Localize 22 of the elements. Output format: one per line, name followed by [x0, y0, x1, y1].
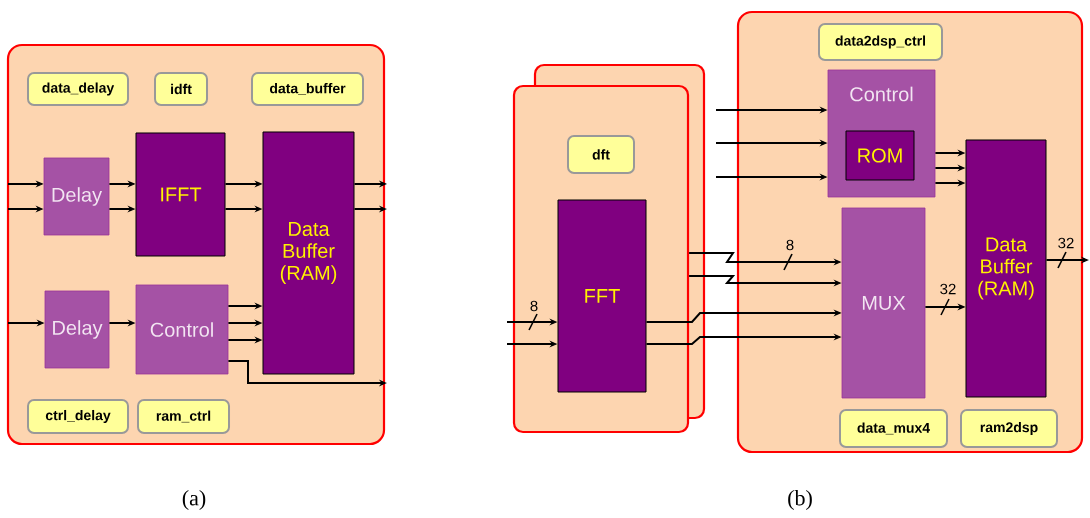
logic-block: Delay: [43, 157, 110, 236]
processing-block: Data Buffer (RAM): [965, 139, 1047, 398]
edge-label: 8: [528, 299, 540, 313]
module-tag: idft: [154, 72, 208, 106]
module-tag: data_delay: [27, 72, 129, 106]
module-tag: dft: [567, 135, 635, 174]
logic-block: Control: [135, 284, 229, 375]
logic-block: Delay: [44, 290, 110, 369]
processing-block: Data Buffer (RAM): [262, 131, 355, 375]
module-tag: ram_ctrl: [137, 399, 230, 434]
module-tag: data_mux4: [839, 409, 948, 448]
logic-block: MUX: [841, 207, 926, 399]
processing-block: ROM: [845, 130, 915, 181]
module-tag: ctrl_delay: [27, 399, 129, 434]
edge-label: 8: [784, 238, 796, 252]
processing-block: IFFT: [135, 132, 226, 257]
module-tag: ram2dsp: [960, 409, 1058, 448]
module-tag: data2dsp_ctrl: [818, 23, 943, 61]
module-tag: data_buffer: [251, 72, 364, 106]
panel-caption: (b): [788, 490, 812, 510]
processing-block: FFT: [557, 199, 647, 393]
panel-caption: (a): [182, 490, 206, 510]
